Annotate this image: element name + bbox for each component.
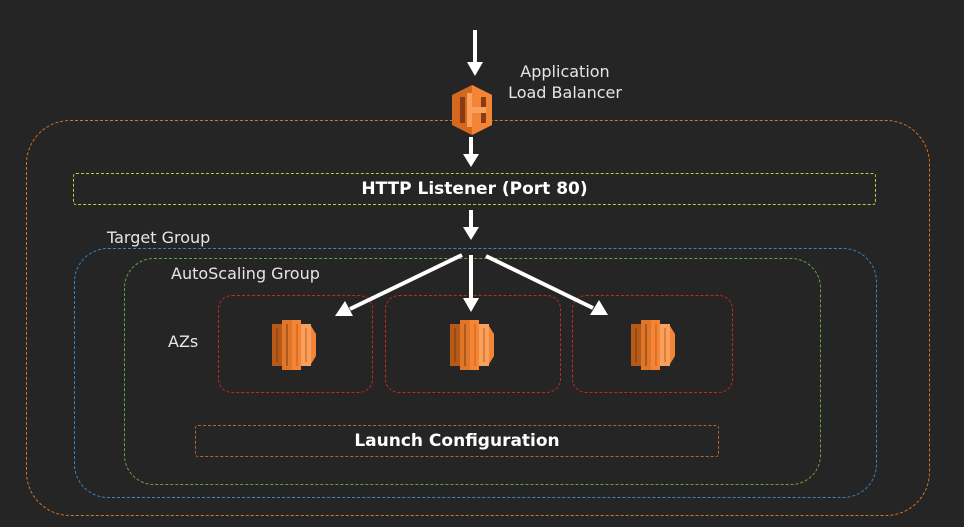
load-balancer-label: Application Load Balancer [500, 61, 630, 103]
http-listener-box: HTTP Listener (Port 80) [73, 173, 876, 205]
elastic-load-balancing-icon [452, 85, 492, 135]
launch-configuration-label: Launch Configuration [354, 431, 560, 451]
arrow-to-az-1 [335, 253, 463, 316]
autoscaling-group-label: AutoScaling Group [171, 264, 320, 283]
target-group-label: Target Group [107, 228, 211, 247]
http-listener-label: HTTP Listener (Port 80) [361, 179, 588, 199]
availability-zone-1 [218, 295, 373, 393]
arrow-to-az-3 [485, 254, 608, 315]
availability-zone-3 [572, 295, 733, 393]
target-group-box [74, 248, 877, 498]
load-balancer-label-line1: Application [520, 62, 610, 81]
ec2-instance-icon-3 [631, 320, 675, 370]
arrow-into-load-balancer [467, 30, 483, 76]
azs-label: AZs [168, 332, 199, 351]
launch-configuration-box: Launch Configuration [195, 425, 719, 457]
load-balancer-label-line2: Load Balancer [508, 83, 622, 102]
arrow-to-az-2 [463, 255, 479, 312]
arrow-to-listener [463, 137, 479, 167]
ec2-instance-icon-1 [272, 320, 316, 370]
ec2-instance-icon-2 [450, 320, 494, 370]
arrow-to-target-group [463, 210, 479, 240]
